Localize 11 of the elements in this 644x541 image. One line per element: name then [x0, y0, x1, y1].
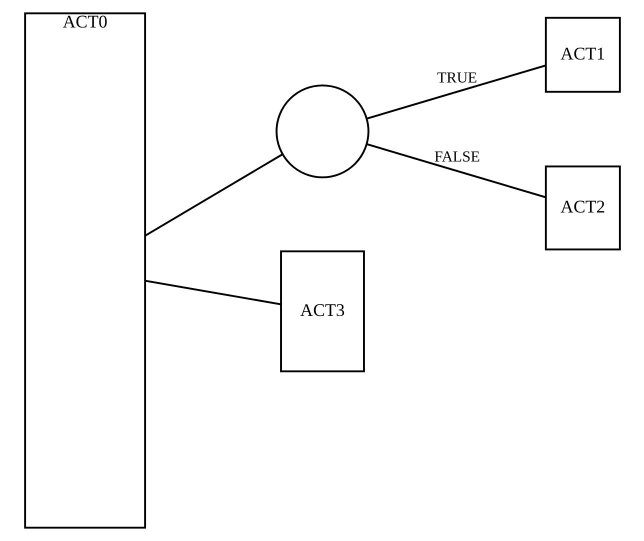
node-box: ACT3: [280, 250, 364, 372]
node-box: ACT0: [24, 12, 146, 529]
node-box: ACT1: [544, 16, 620, 93]
connector: [144, 280, 280, 306]
connector: [366, 143, 546, 198]
connector: [366, 64, 546, 120]
node-box: ACT2: [544, 166, 620, 250]
connector: [144, 153, 283, 236]
node-circle: [275, 84, 369, 178]
edge-label: TRUE: [436, 69, 477, 86]
edge-label: FALSE: [434, 148, 480, 166]
